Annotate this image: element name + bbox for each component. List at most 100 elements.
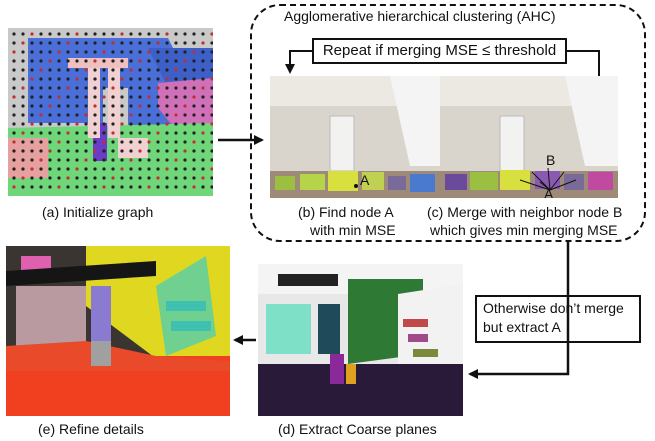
graph-node [183, 185, 187, 189]
graph-node [201, 32, 205, 36]
graph-node [120, 59, 124, 63]
graph-node [201, 104, 205, 108]
graph-node [39, 50, 43, 54]
graph-node [165, 68, 169, 72]
graph-node [210, 131, 213, 135]
graph-node [66, 32, 70, 36]
graph-node [129, 185, 133, 189]
graph-node [201, 41, 205, 45]
graph-node [147, 32, 151, 36]
graph-node [30, 149, 34, 153]
graph-node [174, 59, 178, 63]
graph-node [138, 185, 142, 189]
graph-node [30, 185, 34, 189]
graph-node [75, 149, 79, 153]
graph-node [174, 176, 178, 180]
graph-node [39, 167, 43, 171]
graph-node [48, 185, 52, 189]
graph-node [48, 32, 52, 36]
graph-node [111, 68, 115, 72]
graph-node [165, 104, 169, 108]
graph-node [156, 113, 160, 117]
graph-node [57, 122, 61, 126]
graph-node [129, 59, 133, 63]
graph-node [48, 50, 52, 54]
graph-node [192, 95, 196, 99]
graph-node [39, 176, 43, 180]
graph-node [192, 59, 196, 63]
graph-node [165, 59, 169, 63]
graph-node [138, 95, 142, 99]
graph-node [165, 122, 169, 126]
graph-node [48, 104, 52, 108]
graph-node [66, 167, 70, 171]
graph-node [183, 95, 187, 99]
graph-node [93, 122, 97, 126]
graph-node [120, 131, 124, 135]
graph-node [39, 59, 43, 63]
graph-node [57, 95, 61, 99]
graph-node [156, 149, 160, 153]
otherwise-condition-box: Otherwise don’t merge but extract A [475, 295, 641, 343]
graph-node [156, 32, 160, 36]
graph-node [66, 95, 70, 99]
graph-node [66, 50, 70, 54]
node-a-label-b: A [360, 172, 370, 188]
graph-node [84, 41, 88, 45]
graph-node [12, 167, 16, 171]
graph-node [138, 50, 142, 54]
graph-node [21, 32, 25, 36]
graph-node [147, 68, 151, 72]
graph-node [75, 50, 79, 54]
graph-node [30, 50, 34, 54]
graph-node [84, 113, 88, 117]
graph-node [201, 140, 205, 144]
graph-node [48, 95, 52, 99]
graph-node [183, 113, 187, 117]
graph-node [129, 158, 133, 162]
graph-node [66, 41, 70, 45]
graph-node [174, 104, 178, 108]
graph-node [120, 149, 124, 153]
graph-node [129, 104, 133, 108]
graph-node [210, 158, 213, 162]
graph-node [48, 167, 52, 171]
graph-node [39, 140, 43, 144]
graph-node [192, 140, 196, 144]
graph-node [48, 140, 52, 144]
graph-node [93, 140, 97, 144]
graph-node [84, 95, 88, 99]
caption-c-line1: (c) Merge with neighbor node B [427, 204, 623, 220]
graph-node [57, 167, 61, 171]
graph-node [66, 113, 70, 117]
graph-node [192, 86, 196, 90]
graph-node [30, 176, 34, 180]
panel-b-image [270, 76, 440, 198]
node-b-label-c: B [546, 152, 556, 168]
graph-node [138, 149, 142, 153]
graph-node [39, 158, 43, 162]
graph-node [39, 104, 43, 108]
graph-node [30, 104, 34, 108]
ahc-region-border [250, 4, 646, 242]
graph-node [111, 104, 115, 108]
graph-node [57, 77, 61, 81]
graph-node [102, 113, 106, 117]
repeat-loop-right [567, 50, 600, 76]
graph-node [93, 167, 97, 171]
graph-node [30, 113, 34, 117]
graph-node [75, 41, 79, 45]
graph-node [93, 59, 97, 63]
graph-node [174, 158, 178, 162]
graph-node [75, 122, 79, 126]
graph-node [75, 176, 79, 180]
graph-node [210, 41, 213, 45]
graph-node [30, 59, 34, 63]
graph-node [120, 176, 124, 180]
graph-node [102, 167, 106, 171]
graph-node [21, 104, 25, 108]
graph-node [21, 77, 25, 81]
graph-node [147, 122, 151, 126]
graph-node [66, 149, 70, 153]
graph-node [201, 77, 205, 81]
